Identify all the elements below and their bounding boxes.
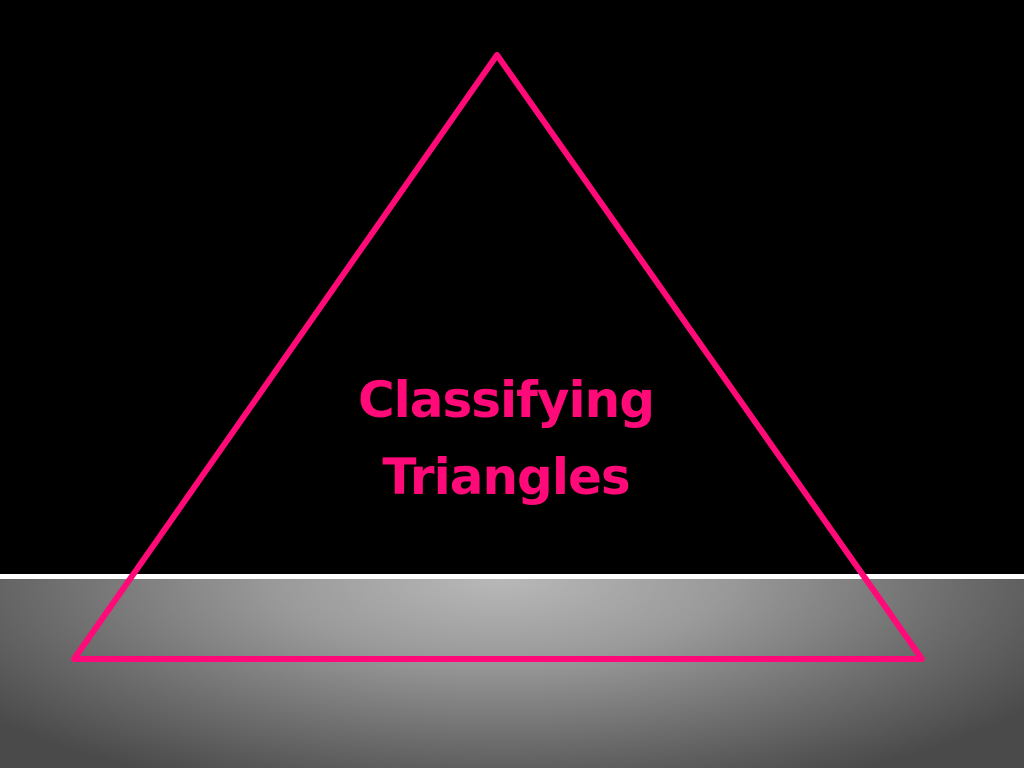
slide-title-line-1: Classifying	[357, 371, 655, 429]
slide-background-top	[0, 0, 1024, 574]
triangle-outline-shape	[71, 52, 925, 662]
slide-title-line-2: Triangles	[382, 448, 630, 506]
slide-title: Classifying Triangles	[300, 362, 712, 516]
slide-background-floor	[0, 579, 1024, 768]
horizon-divider	[0, 574, 1024, 579]
